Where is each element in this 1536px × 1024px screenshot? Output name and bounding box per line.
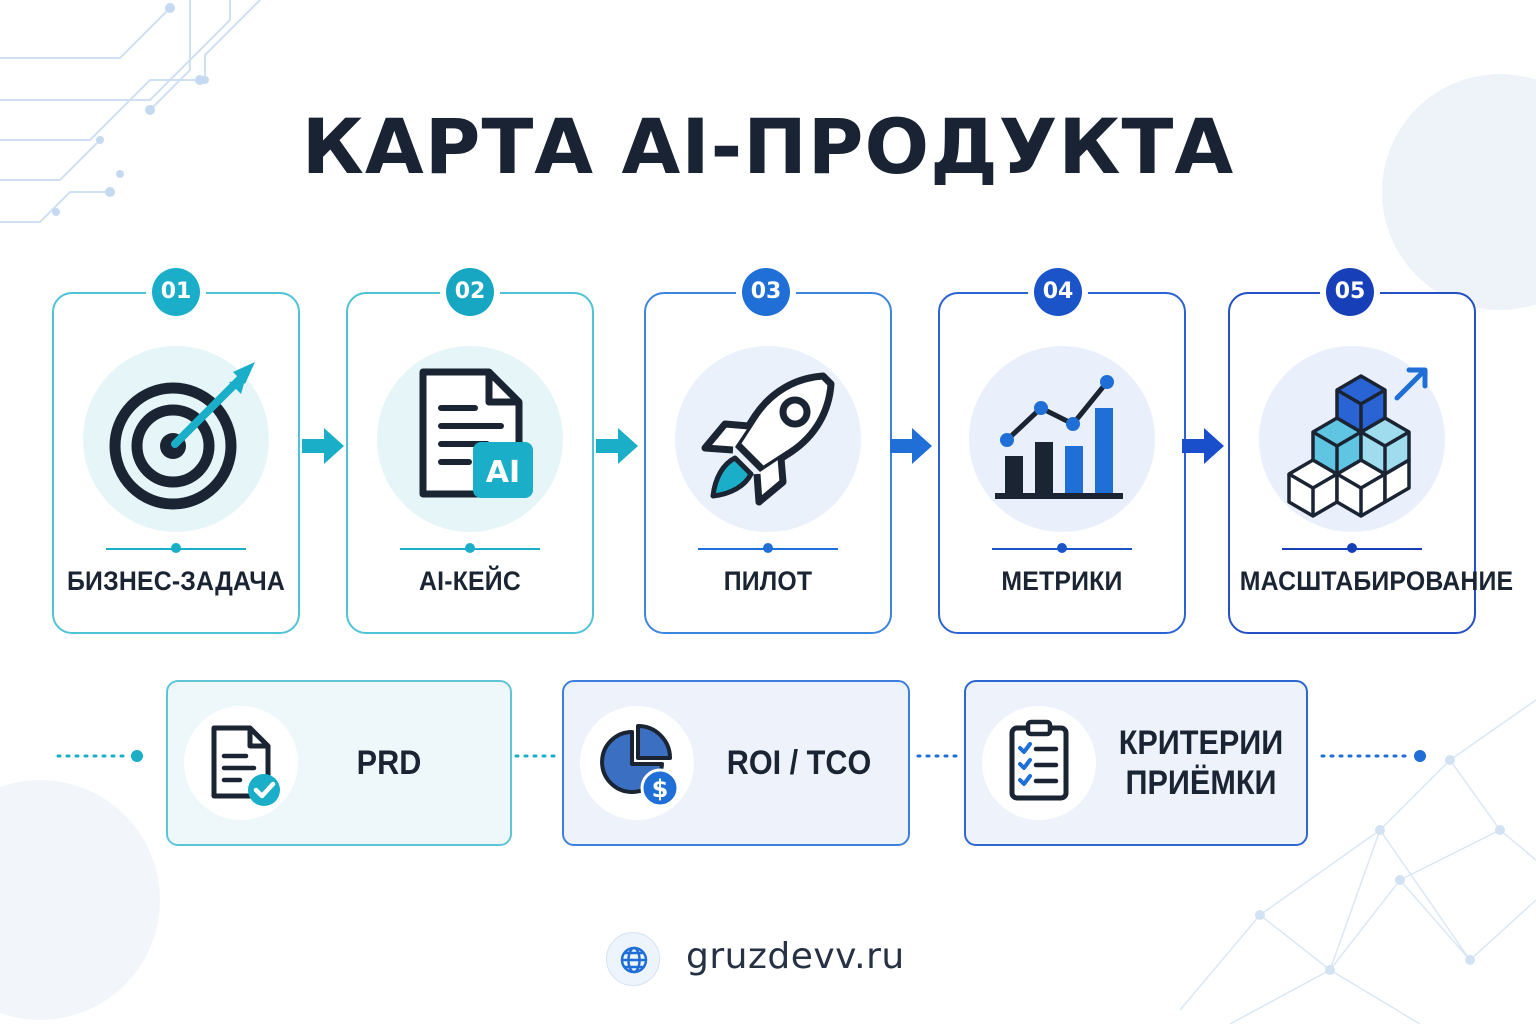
icon-backdrop: AI [377, 346, 563, 532]
step-number-badge: 01 [152, 268, 200, 316]
artifact-label: КРИТЕРИИ ПРИЁМКИ [1116, 682, 1287, 844]
approved-document-icon [211, 725, 280, 806]
step-label: AI-КЕЙС [419, 566, 521, 596]
footer-link[interactable]: gruzdevv.ru [686, 936, 905, 977]
artifact-label: ROI / TCO [726, 744, 872, 782]
footer: gruzdevv.ru [606, 932, 936, 986]
globe-icon-backdrop [606, 932, 660, 986]
step-card-business-task: БИЗНЕС-ЗАДАЧА [52, 292, 300, 634]
checklist-icon [1009, 719, 1069, 801]
card-divider-dot [171, 543, 181, 553]
icon-backdrop [83, 346, 269, 532]
icon-backdrop [1259, 346, 1445, 532]
icon-backdrop [969, 346, 1155, 532]
step-number-badge: 03 [742, 268, 790, 316]
icon-backdrop [982, 706, 1096, 820]
icon-backdrop [675, 346, 861, 532]
rocket-icon [701, 372, 835, 506]
step-card-ai-case: AI AI-КЕЙС [346, 292, 594, 634]
card-divider-dot [1347, 543, 1357, 553]
artifact-card-acceptance-criteria: КРИТЕРИИ ПРИЁМКИ [964, 680, 1308, 846]
step-number-badge: 02 [446, 268, 494, 316]
card-divider-dot [465, 543, 475, 553]
arrow-right-icon [596, 428, 638, 464]
step-label: ПИЛОТ [723, 566, 813, 596]
icon-backdrop: $ [580, 706, 694, 820]
artifact-label: PRD [356, 744, 422, 782]
card-divider-dot [763, 543, 773, 553]
scaling-cubes-icon [1287, 367, 1428, 518]
step-card-pilot: ПИЛОТ [644, 292, 892, 634]
chart-icon [995, 375, 1123, 499]
step-number-badge: 04 [1034, 268, 1082, 316]
card-divider-dot [1057, 543, 1067, 553]
arrow-right-icon [302, 428, 344, 464]
artifact-card-prd: PRD [166, 680, 512, 846]
svg-text:$: $ [652, 775, 669, 803]
step-label: МАСШТАБИРОВАНИЕ [1239, 566, 1514, 596]
pie-dollar-icon: $ [600, 724, 680, 808]
svg-text:AI: AI [486, 455, 520, 490]
step-label: МЕТРИКИ [1001, 566, 1123, 596]
arrow-right-icon [1182, 428, 1224, 464]
artifact-label-line: ПРИЁМКИ [1125, 764, 1277, 802]
arrow-right-icon [890, 428, 932, 464]
step-number-badge: 05 [1326, 268, 1374, 316]
icon-backdrop [184, 706, 298, 820]
step-card-metrics: МЕТРИКИ [938, 292, 1186, 634]
globe-icon [620, 946, 648, 974]
page-title: КАРТА AI-ПРОДУКТА [301, 102, 1235, 191]
step-label: БИЗНЕС-ЗАДАЧА [67, 566, 285, 596]
artifact-label-line: КРИТЕРИИ [1118, 724, 1284, 762]
artifact-card-roi-tco: $ ROI / TCO [562, 680, 910, 846]
target-icon [109, 362, 255, 510]
ai-document-icon: AI [419, 368, 533, 498]
step-card-scaling: МАСШТАБИРОВАНИЕ [1228, 292, 1514, 634]
